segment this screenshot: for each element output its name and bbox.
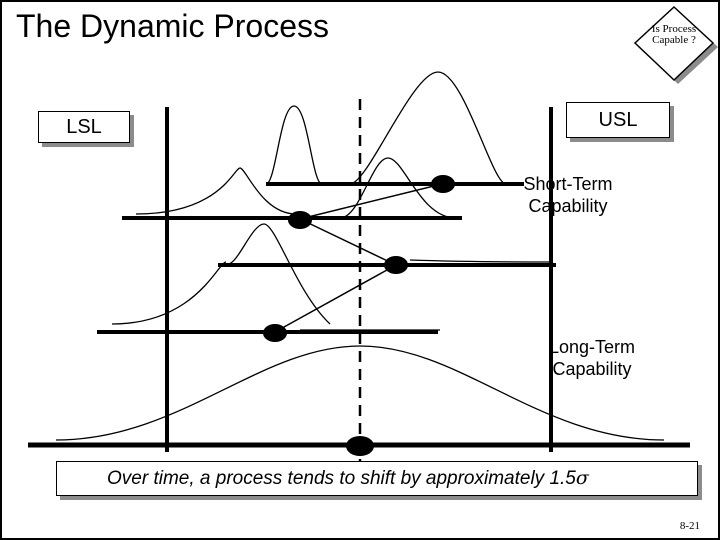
long-term-label: Long-Term Capability — [532, 336, 652, 380]
lsl-label: LSL — [38, 111, 130, 143]
curve-5 — [227, 223, 331, 325]
curve-8 — [409, 259, 551, 263]
long-term-curve — [55, 345, 665, 441]
footer-text: Over time, a process tends to shift by a… — [107, 468, 576, 489]
curve-1 — [265, 105, 323, 185]
page-title: The Dynamic Process — [16, 8, 329, 44]
connector-3 — [274, 264, 397, 333]
decision-text: Is Process Capable ? — [651, 23, 697, 46]
footer-box: Over time, a process tends to shift by a… — [56, 461, 698, 496]
mean-marker-long-term — [346, 436, 374, 456]
short-term-line-2: Capability — [528, 196, 608, 216]
long-term-line-1: Long-Term — [548, 337, 636, 357]
usl-label: USL — [566, 102, 670, 138]
page-number: 8-21 — [679, 520, 700, 532]
decision-diamond — [633, 5, 715, 82]
mean-marker-1 — [431, 175, 455, 193]
curve-4 — [135, 167, 297, 215]
sigma-symbol: σ — [575, 467, 589, 489]
long-term-line-2: Capability — [552, 359, 632, 379]
short-term-label: Short-Term Capability — [510, 173, 626, 217]
connector-2 — [299, 218, 397, 266]
footer-text-wrap: Over time, a process tends to shift by a… — [107, 467, 589, 490]
mean-marker-3 — [384, 256, 408, 274]
mean-marker-4 — [263, 324, 287, 342]
curve-2 — [349, 71, 507, 185]
connector-1 — [299, 183, 443, 220]
short-term-line-1: Short-Term — [523, 174, 613, 194]
curve-3 — [339, 157, 457, 219]
mean-marker-2 — [288, 211, 312, 229]
